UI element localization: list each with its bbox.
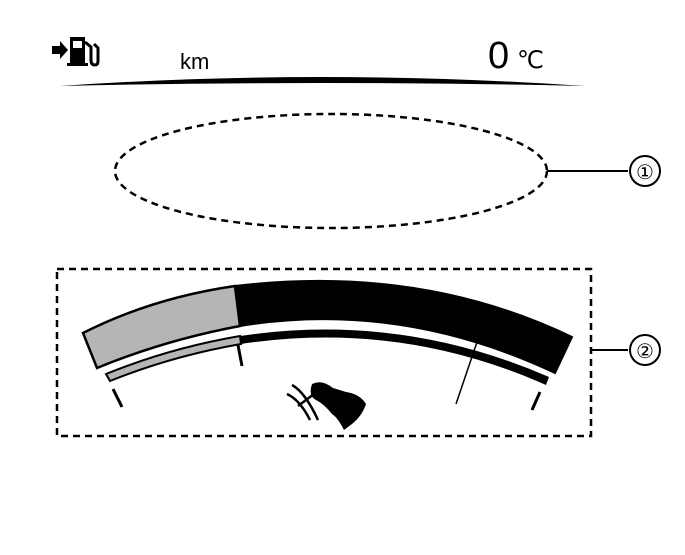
range-unit-label: km [180,49,209,74]
gauge-tick-start [111,388,124,408]
callout-2-circle [629,334,661,366]
temperature-value: 0 [488,35,509,77]
gauge-needle-line [455,341,478,405]
gauge-thin-band-empty [240,329,549,385]
callout-1-circle [629,155,661,187]
fuel-pump-icon [52,37,100,67]
callout-1-label: ① [636,162,654,184]
arc-gauge [81,279,574,411]
gauge-tick-mid [236,344,244,367]
header-divider [60,77,585,86]
gauge-tick-end [530,391,542,411]
callout-2-label: ② [636,341,654,363]
hand-brake-release-icon [286,382,366,430]
temperature-unit: ℃ [517,47,544,74]
gauge-area-box [55,267,593,438]
display-area-ellipse [113,112,549,230]
gauge-band-empty [233,279,574,375]
